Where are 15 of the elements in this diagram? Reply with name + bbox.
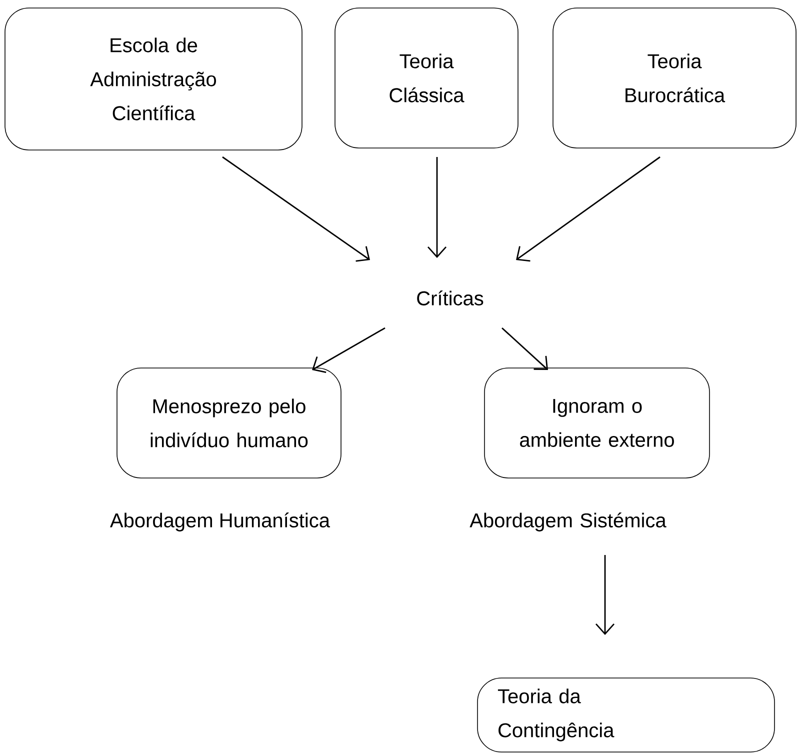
arrow — [595, 555, 615, 635]
rounded-box: Teoria Clássica — [334, 8, 518, 148]
text-label: Críticas — [417, 290, 484, 306]
rounded-box: Menosprezo pelo indivíduo humano — [116, 368, 342, 478]
arrow — [312, 327, 386, 373]
arrow — [427, 157, 447, 258]
rounded-box: Ignoram o ambiente externo — [484, 368, 710, 478]
text-label: Abordagem Sistémica — [470, 512, 666, 532]
arrow — [222, 156, 370, 262]
arrow — [502, 327, 548, 370]
rounded-box: Teoria Burocrática — [552, 8, 796, 148]
rounded-box: Teoria da Contingência — [477, 678, 775, 752]
arrow — [516, 156, 660, 262]
text-label: Abordagem Humanística — [110, 512, 330, 532]
rounded-box: Escola de Administração Científica — [4, 8, 302, 150]
